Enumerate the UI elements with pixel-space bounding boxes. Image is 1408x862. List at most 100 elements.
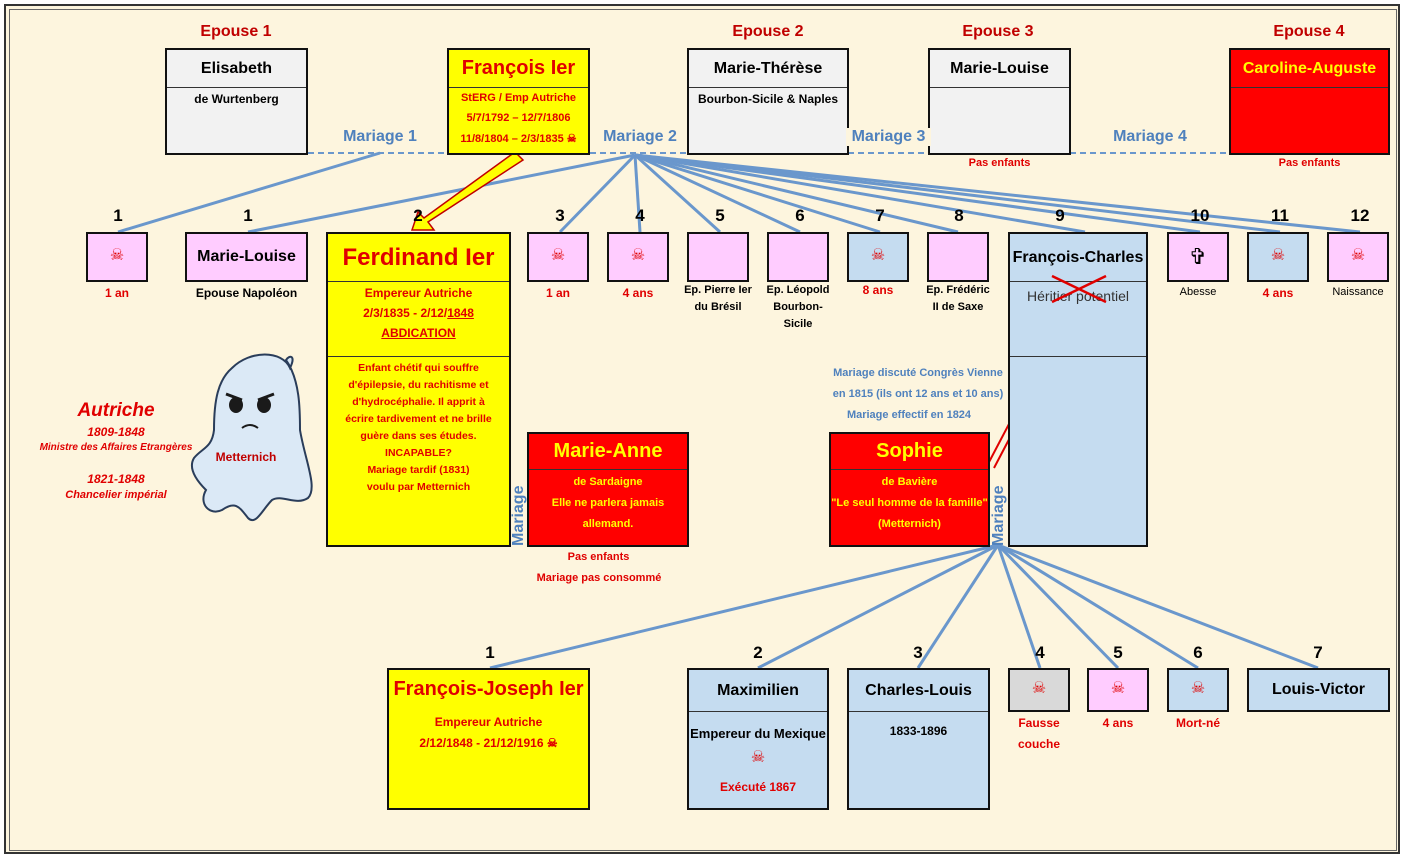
grandchild-6-box: ☠ [1167, 668, 1229, 712]
child-11-note: 4 ans [1262, 286, 1294, 300]
child-marie-louise-name: Marie-Louise [197, 248, 296, 265]
metternich-years-1: 1809-1848 [87, 425, 145, 439]
spouse-marie-louise-note: Pas enfants [968, 157, 1031, 169]
spouse-caroline-auguste-box: Caroline-Auguste [1229, 48, 1390, 155]
francois-ier-name: François Ier [449, 50, 588, 88]
child-3-box: ☠ [527, 232, 589, 282]
marie-anne-name: Marie-Anne [529, 434, 687, 470]
epouse-4-label: Epouse 4 [1273, 23, 1345, 40]
sophie-name: Sophie [831, 434, 988, 470]
spouse-caroline-auguste-note: Pas enfants [1278, 157, 1341, 169]
ferdinand-abdication: ABDICATION [381, 326, 456, 340]
francois-joseph-line2: 2/12/1848 - 21/12/1916 ☠ [419, 736, 558, 750]
marie-anne-line3: allemand. [582, 518, 634, 530]
child-3-note: 1 an [545, 286, 570, 300]
ferdinand-description-line: d'épilepsie, du rachitisme et [348, 379, 489, 391]
child-8-note: Ep. Frédéric II de Saxe [926, 284, 990, 313]
skull-icon: ☠ [750, 749, 766, 766]
sophie-note-1: Mariage discuté Congrès Vienne [833, 367, 1003, 379]
francois-line1: StERG / Emp Autriche [460, 92, 577, 104]
spouse-marie-louise-box: Marie-Louise [928, 48, 1071, 155]
francois-charles-name: François-Charles [1010, 234, 1146, 282]
francois-line3: 11/8/1804 – 2/3/1835 ☠ [460, 133, 577, 145]
francois-charles-box: François-Charles Héritier potentiel [1008, 232, 1148, 547]
child-number: 2 [413, 206, 423, 225]
child-number: 1 [243, 206, 253, 225]
ferdinand-description-line: voulu par Metternich [366, 481, 471, 493]
grandchild-number: 1 [485, 643, 495, 662]
mariage-vertical-label: Mariage [510, 485, 527, 546]
charles-louis-box: Charles-Louis 1833-1896 [847, 668, 990, 810]
grandchild-number: 7 [1313, 643, 1323, 662]
francois-line2: 5/7/1792 – 12/7/1806 [466, 112, 571, 124]
child-number: 9 [1055, 206, 1065, 225]
mariage-vertical-label: Mariage [990, 485, 1007, 546]
mariage-2-label: Mariage 2 [595, 128, 685, 146]
sophie-line2: "Le seul homme de la famille" [831, 497, 988, 509]
spouse-elisabeth-box: Elisabeth de Wurtenberg [165, 48, 308, 155]
child-marie-louise-note: Epouse Napoléon [195, 286, 298, 300]
skull-icon: ☠ [550, 247, 566, 264]
maximilien-line1: Empereur du Mexique [690, 726, 826, 741]
marie-anne-line2: Elle ne parlera jamais [551, 497, 665, 509]
metternich-role-2: Chancelier impérial [65, 489, 167, 501]
skull-icon: ☠ [109, 247, 125, 264]
louis-victor-box: Louis-Victor [1247, 668, 1390, 712]
metternich-name: Metternich [215, 450, 277, 464]
grandchild-5-box: ☠ [1087, 668, 1149, 712]
sophie-note-3: Mariage effectif en 1824 [846, 409, 972, 421]
mariage-3-label: Mariage 3 [846, 128, 931, 146]
skull-icon: ☠ [870, 247, 886, 264]
grandchild-number: 4 [1035, 643, 1045, 662]
francois-ier-box: François Ier StERG / Emp Autriche 5/7/17… [447, 48, 590, 155]
mariage-1-label: Mariage 1 [335, 128, 425, 146]
child-number: 5 [715, 206, 725, 225]
grandchild-4-note-1: Fausse [1018, 716, 1060, 730]
grandchild-4-note-2: couche [1017, 737, 1060, 751]
grandchild-number: 2 [753, 643, 763, 662]
cross-icon: ✞ [1188, 244, 1208, 269]
child-number: 12 [1350, 206, 1370, 225]
spouse-caroline-auguste-name: Caroline-Auguste [1231, 50, 1388, 88]
sophie-line1: de Bavière [881, 476, 938, 488]
child-number: 3 [555, 206, 565, 225]
sophie-box: Sophie de Bavière "Le seul homme de la f… [829, 432, 990, 547]
child-1-note: 1 an [104, 286, 129, 300]
louis-victor-name: Louis-Victor [1271, 681, 1366, 698]
ferdinand-name: Ferdinand Ier [328, 234, 509, 282]
charles-louis-line1: 1833-1896 [889, 724, 948, 738]
sophie-line3: (Metternich) [878, 518, 941, 530]
epouse-1-label: Epouse 1 [200, 23, 272, 40]
ferdinand-description-line: Mariage tardif (1831) [367, 464, 470, 476]
sophie-note-2: en 1815 (ils ont 12 ans et 10 ans) [832, 388, 1004, 400]
ferdinand-divider [328, 356, 509, 357]
spouse-elisabeth-name: Elisabeth [167, 50, 306, 88]
ferdinand-description-line: INCAPABLE? [385, 447, 452, 459]
francois-joseph-box: François-Joseph Ier Empereur Autriche 2/… [387, 668, 590, 810]
child-5-box [687, 232, 749, 282]
child-1-box: ☠ [86, 232, 148, 282]
charles-louis-name: Charles-Louis [849, 670, 988, 712]
ferdinand-description-line: d'hydrocéphalie. Il apprit à [352, 396, 485, 408]
child-number: 11 [1271, 206, 1289, 225]
ferdinand-description-line: écrire tardivement et ne brille [345, 413, 492, 425]
child-number: 8 [954, 206, 964, 225]
child-number: 1 [113, 206, 123, 225]
spouse-elisabeth-sub: de Wurtenberg [194, 92, 279, 106]
marie-anne-note-1: Pas enfants [567, 551, 630, 563]
skull-icon: ☠ [630, 247, 646, 264]
child-number: 10 [1190, 206, 1210, 225]
child-11-box: ☠ [1247, 232, 1309, 282]
skull-icon: ☠ [1110, 680, 1126, 697]
grandchild-6-note: Mort-né [1176, 716, 1220, 730]
ferdinand-reign: 2/3/1835 - 2/12/ [363, 306, 448, 320]
maximilien-box: Maximilien Empereur du Mexique ☠ Exécuté… [687, 668, 829, 810]
spouse-marie-therese-name: Marie-Thérèse [689, 50, 847, 88]
marie-anne-note-2: Mariage pas consommé [536, 572, 662, 584]
child-5-note: Ep. Pierre Ier du Brésil [684, 284, 752, 313]
heritier-potentiel: Héritier potentiel [1027, 288, 1129, 304]
grandchild-number: 6 [1193, 643, 1203, 662]
child-7-box: ☠ [847, 232, 909, 282]
